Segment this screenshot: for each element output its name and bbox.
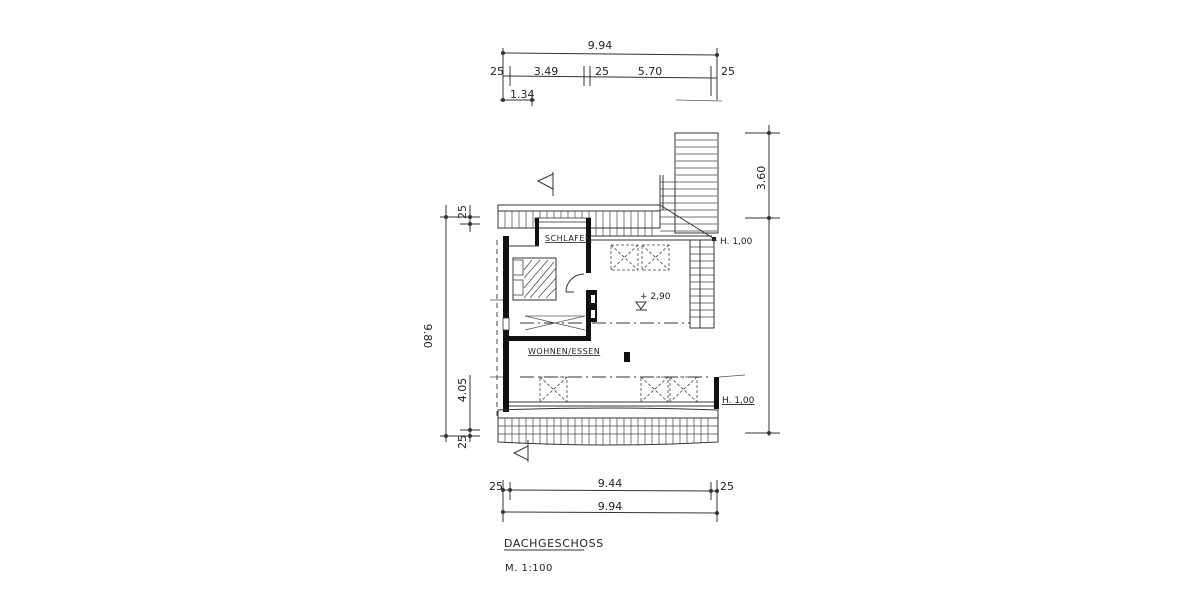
sill-height-bottom-right: H. 1,00: [722, 396, 755, 406]
stair-roof-projection: H. 1,00: [659, 132, 753, 247]
title-block: DACHGESCHOSS M. 1:100: [504, 537, 604, 574]
left-dimension-chain: 25 4.05 25 9.80: [421, 205, 504, 449]
dim-bottom-wall-left: 25: [489, 480, 503, 493]
dim-bottom-inner: 9.44: [598, 477, 623, 490]
dim-bottom-wall-right: 25: [720, 480, 734, 493]
bottom-eave: [497, 407, 719, 462]
room-label-living: WOHNEN/ESSEN: [528, 347, 600, 356]
right-dimension-chain: 3.60: [745, 125, 780, 436]
dim-top-wall-right: 25: [721, 65, 735, 78]
right-roof-strip: [689, 239, 715, 329]
dim-left-overall: 9.80: [421, 324, 434, 349]
dim-top-wall-left: 25: [490, 65, 504, 78]
dim-top-sub: 1.34: [510, 88, 535, 101]
bed: [512, 257, 557, 301]
chimney-icon: [624, 352, 630, 362]
dim-left-bottom-wall: 25: [456, 435, 469, 449]
top-eave: [497, 172, 718, 241]
dim-right-upper: 3.60: [755, 166, 768, 191]
bottom-dimension-chain: 25 9.44 25 9.94: [489, 477, 734, 522]
dim-left-lower: 4.05: [456, 378, 469, 403]
skylights: [520, 244, 712, 403]
level-marker: + 2,90: [640, 292, 671, 302]
dim-top-inner-wall: 25: [595, 65, 609, 78]
drawing-title: DACHGESCHOSS: [504, 537, 604, 550]
top-dimension-chain: 9.94 25 3.49 25 5.70 25 1.34: [490, 39, 735, 106]
drawing-scale: M. 1:100: [505, 563, 553, 574]
room-label-bedroom: SCHLAFEN: [545, 234, 591, 243]
dim-top-bedroom: 3.49: [534, 65, 559, 78]
dim-left-top-wall: 25: [456, 205, 469, 219]
dim-top-overall: 9.94: [588, 39, 613, 52]
level-marker-icon: [635, 301, 647, 310]
dim-bottom-overall: 9.94: [598, 500, 623, 513]
sill-height-top-right: H. 1,00: [720, 237, 753, 247]
dim-top-living: 5.70: [638, 65, 663, 78]
